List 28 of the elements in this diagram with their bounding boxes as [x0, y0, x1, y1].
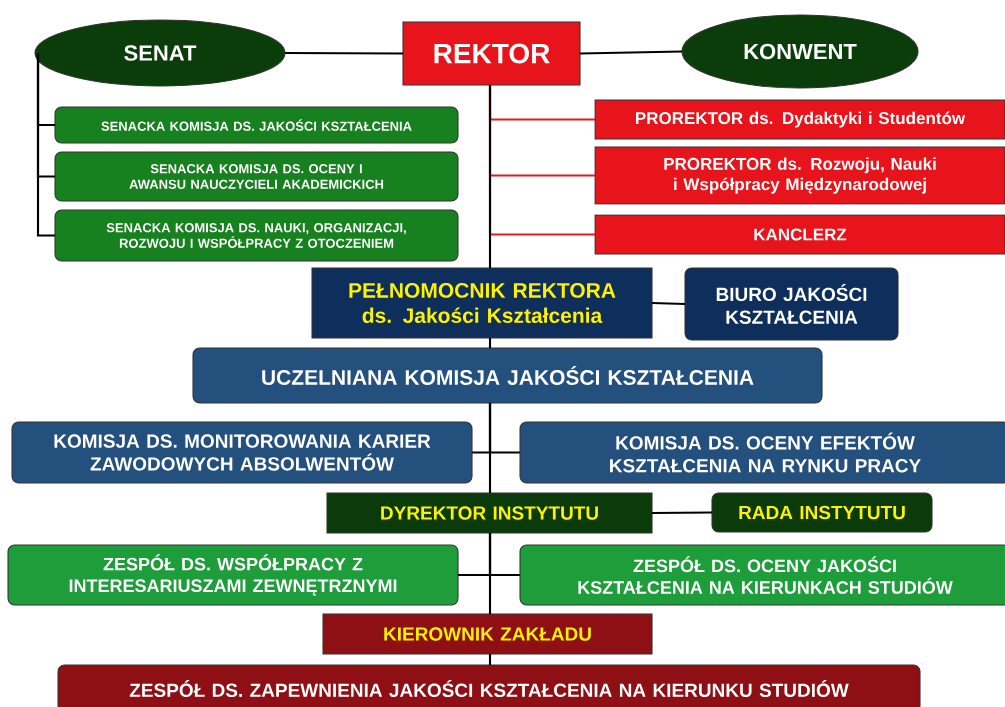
committee-box: KOMISJA DS. MONITOROWANIA KARIER ZAWODOWYCH ABSOLWENTÓW	[11, 421, 473, 484]
officer-box: PROREKTOR ds. Rozwoju, Nauki i Współpracy Międzynarodowej	[594, 146, 1005, 205]
connector-line	[652, 511, 712, 515]
committee-box: SENACKA KOMISJA DS. NAUKI, ORGANIZACJI, ROZWOJU I WSPÓŁPRACY Z OTOCZENIEM	[54, 209, 459, 262]
team-box: ZESPÓŁ DS. OCENY JAKOŚCI KSZTAŁCENIA NA KIERUNKACH STUDIÓW	[519, 544, 1005, 606]
connector-line	[580, 50, 683, 55]
connector-line	[488, 85, 492, 268]
connector-line	[651, 301, 686, 306]
connector-line	[488, 533, 492, 614]
officer-box: KIEROWNIK ZAKŁADU	[322, 613, 653, 655]
committee-box: SENACKA KOMISJA DS. JAKOŚCI KSZTAŁCENIA	[54, 106, 459, 144]
committee-box: SENACKA KOMISJA DS. OCENY I AWANSU NAUCZYCIELI AKADEMICKICH	[54, 151, 459, 202]
connector-line	[488, 403, 492, 493]
office-box: BIURO JAKOŚCI KSZTAŁCENIA	[684, 267, 899, 341]
title-box: REKTOR	[402, 21, 581, 86]
team-box: ZESPÓŁ DS. ZAPEWNIENIA JAKOŚCI KSZTAŁCENIA NA KIERUNKU STUDIÓW	[57, 664, 921, 707]
officer-box: PEŁNOMOCNIK REKTORA ds. Jakości Kształcenia	[311, 267, 653, 339]
committee-box: UCZELNIANA KOMISJA JAKOŚCI KSZTAŁCENIA	[192, 347, 823, 404]
connector-line	[285, 51, 403, 55]
committee-box: KOMISJA DS. OCENY EFEKTÓW KSZTAŁCENIA NA RYNKU PRACY	[519, 421, 1005, 484]
officer-box: KANCLERZ	[594, 214, 1005, 255]
team-box: ZESPÓŁ DS. WSPÓŁPRACY Z INTERESARIUSZAMI ZEWNĘTRZNYMI	[7, 544, 459, 606]
connector-line	[488, 338, 492, 348]
officer-box: PROREKTOR ds. Dydaktyki i Studentów	[594, 99, 1005, 140]
officer-box: DYREKTOR INSTYTUTU	[326, 492, 653, 534]
connector-line	[36, 53, 55, 237]
connector-line	[488, 654, 492, 665]
council-box: RADA INSTYTUTU	[711, 492, 933, 533]
